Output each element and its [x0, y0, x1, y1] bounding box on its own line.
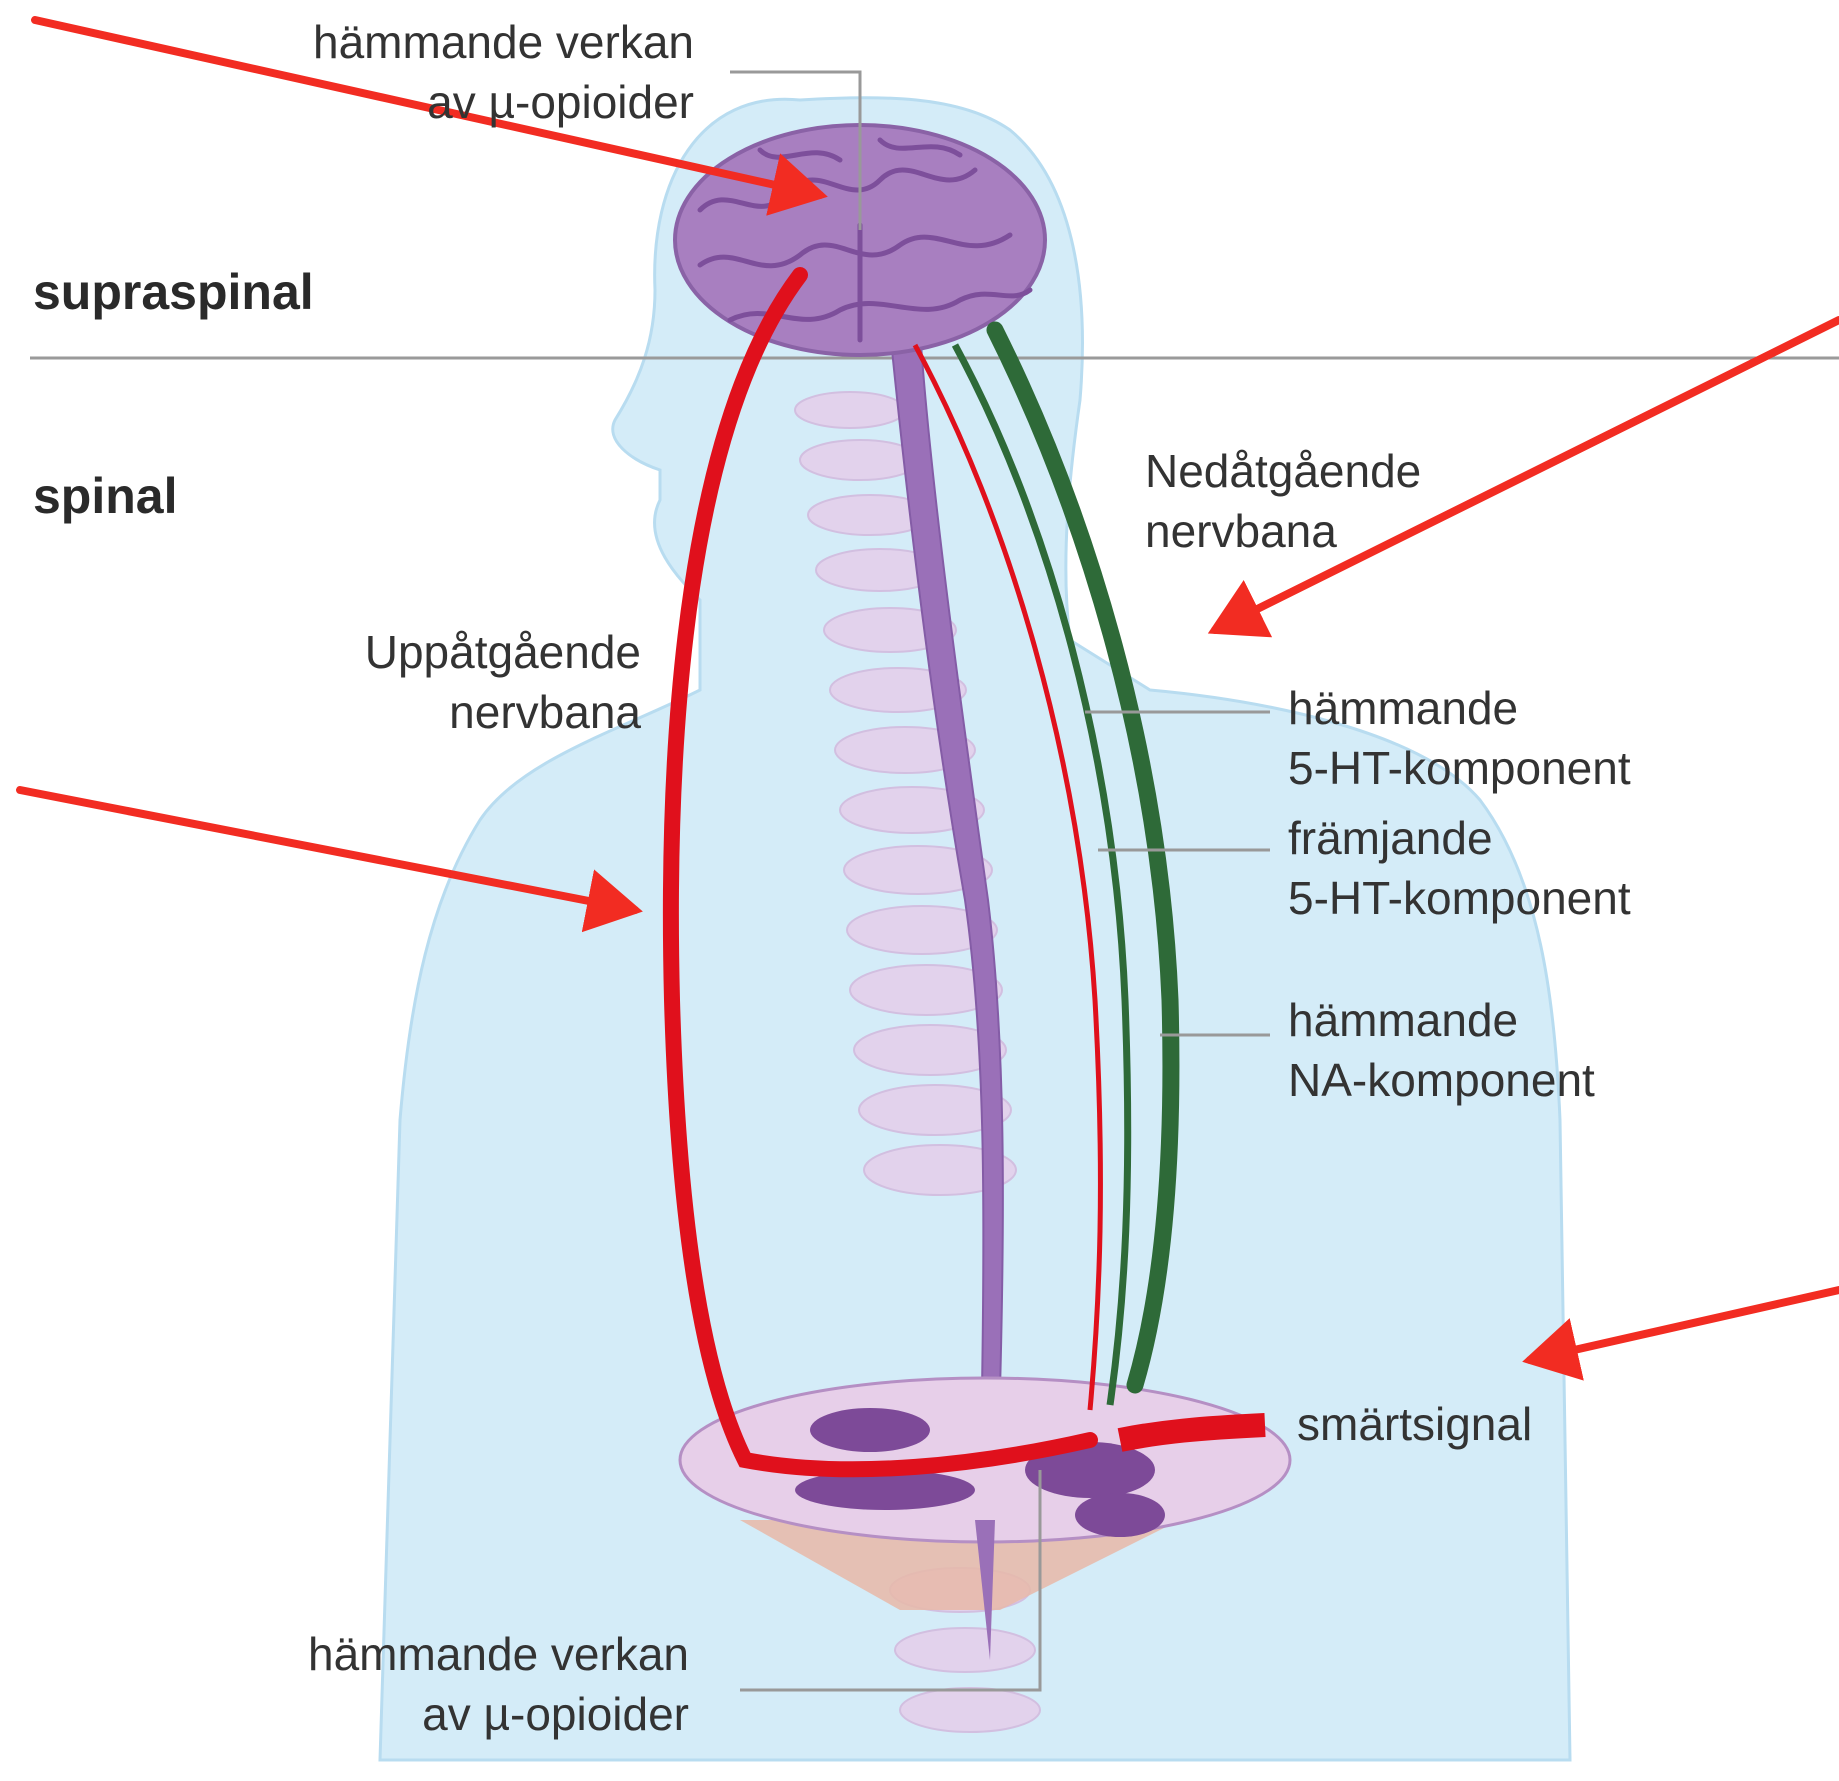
region-spinal: spinal: [33, 466, 177, 526]
label-line: hämmande: [1288, 678, 1631, 738]
label-line: nervbana: [1145, 501, 1421, 561]
label-pain-signal: smärtsignal: [1297, 1394, 1532, 1454]
label-line: Uppåtgående: [365, 622, 641, 682]
arrow-to-body: [1530, 1290, 1839, 1360]
label-line: av µ-opioider: [313, 72, 694, 132]
label-descending-pathway: Nedåtgående nervbana: [1145, 441, 1421, 561]
label-promoting-5ht: främjande 5-HT-komponent: [1288, 808, 1631, 928]
label-line: av µ-opioider: [308, 1684, 689, 1744]
pain-signal-path: [1120, 1425, 1265, 1440]
region-supraspinal: supraspinal: [33, 262, 314, 322]
label-ascending-pathway: Uppåtgående nervbana: [365, 622, 641, 742]
label-line: nervbana: [365, 682, 641, 742]
label-inhibiting-na: hämmande NA-komponent: [1288, 990, 1595, 1110]
label-line: främjande: [1288, 808, 1631, 868]
label-bottom-mu-opioid-inhibition: hämmande verkan av µ-opioider: [308, 1624, 689, 1744]
label-line: 5-HT-komponent: [1288, 868, 1631, 928]
label-line: NA-komponent: [1288, 1050, 1595, 1110]
label-line: hämmande verkan: [313, 12, 694, 72]
label-inhibiting-5ht: hämmande 5-HT-komponent: [1288, 678, 1631, 798]
label-line: Nedåtgående: [1145, 441, 1421, 501]
label-line: hämmande: [1288, 990, 1595, 1050]
label-top-mu-opioid-inhibition: hämmande verkan av µ-opioider: [313, 12, 694, 132]
label-line: hämmande verkan: [308, 1624, 689, 1684]
label-line: 5-HT-komponent: [1288, 738, 1631, 798]
